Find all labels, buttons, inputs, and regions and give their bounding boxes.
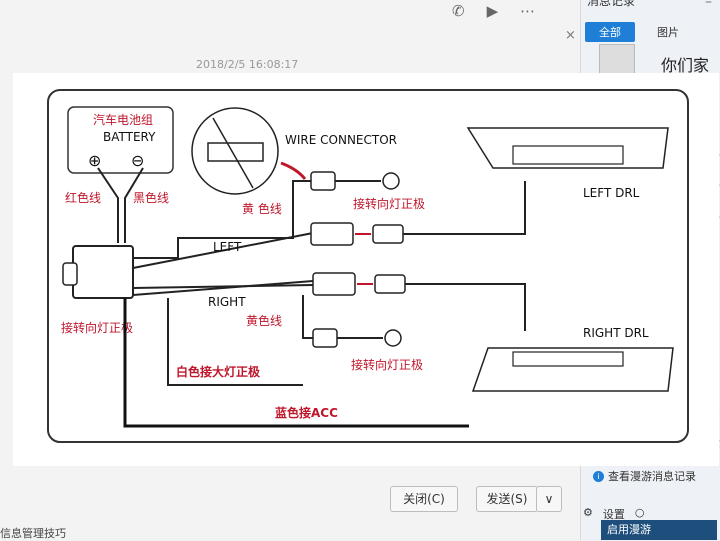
close-icon[interactable]: –: [705, 0, 712, 10]
tab-images[interactable]: 图片: [657, 26, 679, 39]
red-wire-label: 红色线: [65, 190, 101, 205]
panel-settings[interactable]: ⚙ 设置 ○: [583, 506, 644, 522]
right-connector-male: [312, 272, 356, 296]
left-drl-label: LEFT DRL: [583, 186, 640, 200]
yellow-wire-top-label: 黄 色线: [242, 202, 282, 216]
black-wire-label: 黑色线: [133, 191, 169, 205]
view-roaming-history-link[interactable]: i 查看漫游消息记录: [593, 468, 696, 484]
turn-signal-bottom-label: 接转向灯正极: [351, 357, 423, 372]
right-label: RIGHT: [208, 295, 246, 309]
battery-en-label: BATTERY: [103, 130, 156, 144]
tab-all[interactable]: 全部: [585, 22, 635, 42]
battery-cn-label: 汽车电池组: [93, 112, 153, 127]
phone-icon[interactable]: ✆: [452, 2, 465, 20]
settings-label: 设置: [602, 508, 625, 521]
yellow-wire-bottom-label: 黄色线: [246, 314, 282, 328]
blue-wire-label: 蓝色接ACC: [275, 405, 338, 420]
battery-box: [67, 106, 174, 174]
turn-signal-top-label: 接转向灯正极: [353, 196, 425, 211]
minus-terminal-icon: ⊖: [131, 151, 144, 170]
right-drl-label: RIGHT DRL: [583, 326, 649, 340]
wiring-diagram: 汽车电池组 BATTERY ⊕ ⊖ 红色线 黑色线 接转向灯正极 WIRE CO…: [47, 89, 689, 443]
more-icon[interactable]: ⋯: [520, 2, 536, 20]
control-module: [72, 245, 134, 299]
bulb-connector-bottom: [312, 328, 338, 348]
panel-title: 消息记录: [587, 0, 636, 8]
video-icon[interactable]: ▶: [486, 2, 499, 20]
message-preview[interactable]: 你们家: [661, 56, 710, 75]
wire-connector-label: WIRE CONNECTOR: [285, 133, 397, 147]
avatar: [599, 44, 635, 76]
enable-roaming-button[interactable]: 启用漫游: [601, 520, 717, 540]
close-button[interactable]: 关闭(C): [390, 486, 458, 512]
bottom-tip[interactable]: 信息管理技巧: [0, 527, 66, 540]
send-button[interactable]: 发送(S): [476, 486, 538, 512]
close-icon[interactable]: ×: [565, 28, 576, 43]
bulb-connector-top: [310, 171, 336, 191]
turn-signal-bulb-bottom: [384, 329, 402, 347]
right-connector-female: [374, 274, 406, 294]
info-icon: i: [593, 470, 604, 482]
left-label: LEFT: [213, 240, 242, 254]
search-icon[interactable]: ○: [634, 506, 645, 519]
turn-signal-left-label: 接转向灯正极: [61, 320, 133, 335]
chat-toolbar: ✆ ▶ ⋯: [452, 2, 535, 20]
left-connector-female: [372, 224, 404, 244]
send-options-button[interactable]: ∨: [536, 486, 562, 512]
turn-signal-bulb-top: [382, 172, 400, 190]
history-tabs: 全部 图片: [585, 22, 693, 42]
history-link-label: 查看漫游消息记录: [608, 470, 696, 483]
plus-terminal-icon: ⊕: [88, 151, 101, 170]
white-wire-label: 白色接大灯正极: [176, 364, 261, 379]
message-timestamp: 2018/2/5 16:08:17: [196, 58, 299, 71]
left-connector-male: [310, 222, 354, 246]
wiring-diagram-image[interactable]: 汽车电池组 BATTERY ⊕ ⊖ 红色线 黑色线 接转向灯正极 WIRE CO…: [13, 73, 719, 466]
gear-icon: ⚙: [583, 506, 593, 519]
